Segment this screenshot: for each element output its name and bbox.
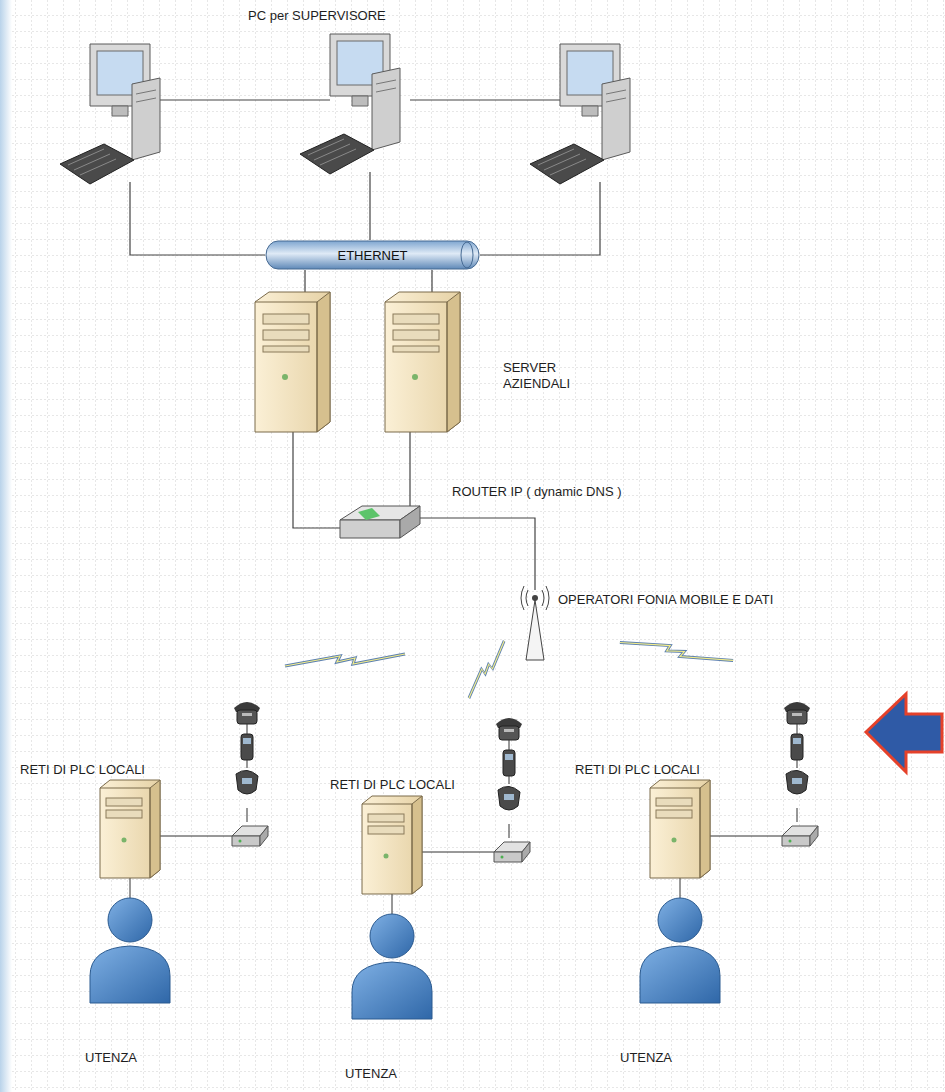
supervisor-pc — [530, 44, 630, 184]
pointer-arrow — [866, 694, 942, 772]
caption-label: UTENZA — [620, 1050, 672, 1066]
caption-label: ROUTER IP ( dynamic DNS ) — [452, 484, 622, 500]
caption-label: RETI DI PLC LOCALI — [575, 762, 700, 778]
edge-strip — [0, 0, 12, 1092]
radio-link — [460, 641, 513, 698]
bus-label: ETHERNET — [337, 248, 407, 263]
router — [340, 506, 420, 538]
network-wires — [130, 100, 600, 590]
plc-site — [90, 702, 268, 1003]
caption-label: RETI DI PLC LOCALI — [330, 777, 455, 793]
caption-label: SERVER AZIENDALI — [503, 360, 595, 393]
radio-link — [285, 654, 405, 666]
caption-label: OPERATORI FONIA MOBILE E DATI — [558, 592, 773, 608]
supervisor-pc — [300, 34, 400, 174]
caption-label: UTENZA — [345, 1066, 397, 1082]
caption-label: RETI DI PLC LOCALI — [20, 762, 145, 778]
plc-site — [640, 702, 818, 1003]
plc-site — [352, 718, 530, 1019]
radio-link — [620, 631, 733, 672]
antenna — [521, 586, 549, 660]
server — [255, 292, 330, 432]
network-bus: ETHERNET — [265, 240, 480, 270]
caption-label: PC per SUPERVISORE — [248, 8, 386, 24]
supervisor-pc — [60, 44, 160, 184]
caption-label: UTENZA — [85, 1050, 137, 1066]
server — [385, 292, 460, 432]
